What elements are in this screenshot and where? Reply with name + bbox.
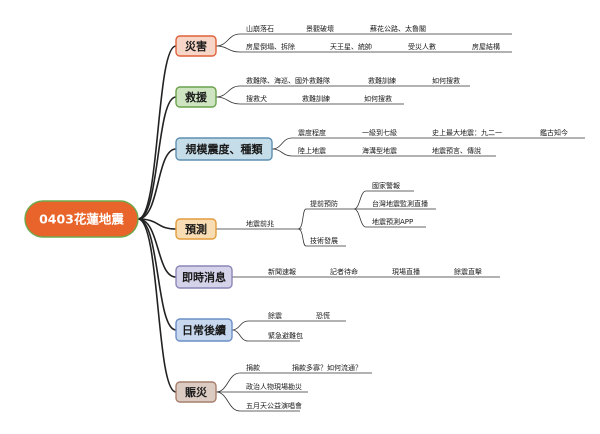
topic-label-aftermath: 日常後續: [182, 323, 226, 337]
leaf-disaster-victims: 受災人數: [408, 42, 436, 51]
topic-label-live-news: 即時消息: [182, 270, 226, 284]
leaf-magnitude-trench: 海溝型地震: [362, 146, 397, 155]
leaf-prediction-technology: 技術發展: [310, 236, 338, 245]
topic-node-aftermath[interactable]: 日常後續: [175, 318, 233, 342]
leaf-line-1: [215, 45, 512, 53]
topic-label-relief: 賑災: [185, 386, 208, 399]
leaf-prediction-app: 地震預測APP: [372, 217, 413, 226]
leaf-line-18: [215, 391, 300, 412]
leaf-line-10: [353, 190, 414, 210]
leaf-relief-mayday-concert: 五月天公益演唱會: [246, 401, 302, 410]
leaf-line-8: [297, 208, 354, 230]
leaf-connectors: [215, 33, 585, 412]
leaf-line-2: [215, 85, 470, 98]
leaf-prediction-prevention: 提前預防: [310, 199, 338, 208]
leaf-rescue-dogs: 搜救犬: [246, 94, 267, 103]
leaf-magnitude-levels: 一級到七級: [362, 128, 397, 137]
leaf-prediction-signs: 地震前兆: [246, 219, 274, 228]
leaf-line-9: [297, 228, 346, 247]
topic-label-rescue: 救援: [185, 90, 208, 104]
leaf-magnitude-intensity: 震度程度: [298, 128, 326, 137]
central-node[interactable]: 0403花蓮地震: [24, 200, 139, 238]
leaf-magnitude-921: 史上最大地震：九二一: [432, 128, 502, 137]
branch-line-6: [137, 218, 177, 393]
leaf-line-14: [231, 320, 346, 331]
leaf-line-4: [271, 137, 585, 150]
leaf-rescue-how-1: 如何搜救: [432, 76, 460, 85]
leaf-disaster-structure: 房屋結構: [472, 42, 500, 51]
branch-line-1: [137, 96, 177, 220]
leaf-disaster-scenery: 景觀破壞: [306, 24, 334, 33]
leaf-rescue-how-2: 如何搜救: [364, 94, 392, 103]
topic-label-disaster: 災害: [184, 39, 207, 53]
leaf-news-bulletin: 新聞速報: [268, 267, 296, 276]
branch-line-5: [137, 218, 177, 331]
leaf-rescue-training-2: 救難訓練: [302, 94, 330, 103]
leaf-line-3: [215, 96, 404, 105]
leaf-line-5: [271, 148, 496, 157]
leaf-line-16: [215, 372, 372, 393]
leaf-line-12: [353, 208, 426, 228]
branch-line-2: [137, 148, 177, 220]
branch-connectors: [137, 45, 177, 393]
leaf-aftermath-panic: 恐慌: [316, 311, 330, 320]
central-topic-label: 0403花蓮地震: [39, 212, 124, 227]
leaf-relief-politicians: 政治人物現場勘災: [246, 382, 302, 391]
branch-line-4: [137, 218, 177, 278]
leaf-disaster-landslide: 山崩落石: [246, 24, 274, 33]
topic-node-disaster[interactable]: 災害: [175, 35, 217, 57]
leaf-disaster-buildings: 天王星、統帥: [330, 42, 372, 51]
leaf-prediction-live-monitor: 台灣地震監測直播: [372, 199, 428, 208]
leaf-prediction-alert: 國家警報: [372, 181, 400, 190]
leaf-news-reporters: 記者待命: [330, 267, 358, 276]
leaf-relief-donation: 捐款: [246, 363, 260, 372]
leaf-aftermath-emergency-kit: 緊急避難包: [268, 331, 303, 340]
leaf-news-live: 現場直播: [392, 267, 420, 276]
leaf-disaster-suhua-taroko: 蘇花公路、太魯閣: [370, 24, 426, 33]
topic-node-magnitude[interactable]: 規模震度、種類: [175, 137, 273, 161]
topic-node-prediction[interactable]: 預測: [175, 218, 217, 240]
leaf-magnitude-land: 陸上地震: [298, 146, 326, 155]
topic-node-rescue[interactable]: 救援: [175, 86, 217, 108]
topic-label-prediction: 預測: [185, 222, 207, 236]
topic-node-live-news[interactable]: 即時消息: [175, 265, 233, 289]
topic-node-relief[interactable]: 賑災: [175, 381, 217, 403]
leaf-news-aftershock: 餘震直擊: [454, 267, 482, 276]
leaf-magnitude-history: 鑑古知今: [540, 128, 568, 137]
branch-line-0: [137, 45, 177, 220]
leaf-line-15: [231, 329, 300, 342]
leaf-line-0: [215, 33, 512, 47]
leaf-magnitude-prophecy: 地震預言、傳說: [432, 146, 481, 155]
leaf-rescue-training-1: 救難訓練: [368, 76, 396, 85]
leaf-disaster-collapse: 房屋倒塌、拆除: [246, 42, 295, 51]
leaf-rescue-teams: 救難隊、海巡、國外救難隊: [246, 76, 330, 85]
leaf-relief-donation-flow: 捐款多寡？如何流通？: [292, 363, 362, 372]
leaf-aftermath-aftershock: 餘震: [268, 311, 282, 320]
topic-label-magnitude: 規模震度、種類: [186, 142, 264, 156]
